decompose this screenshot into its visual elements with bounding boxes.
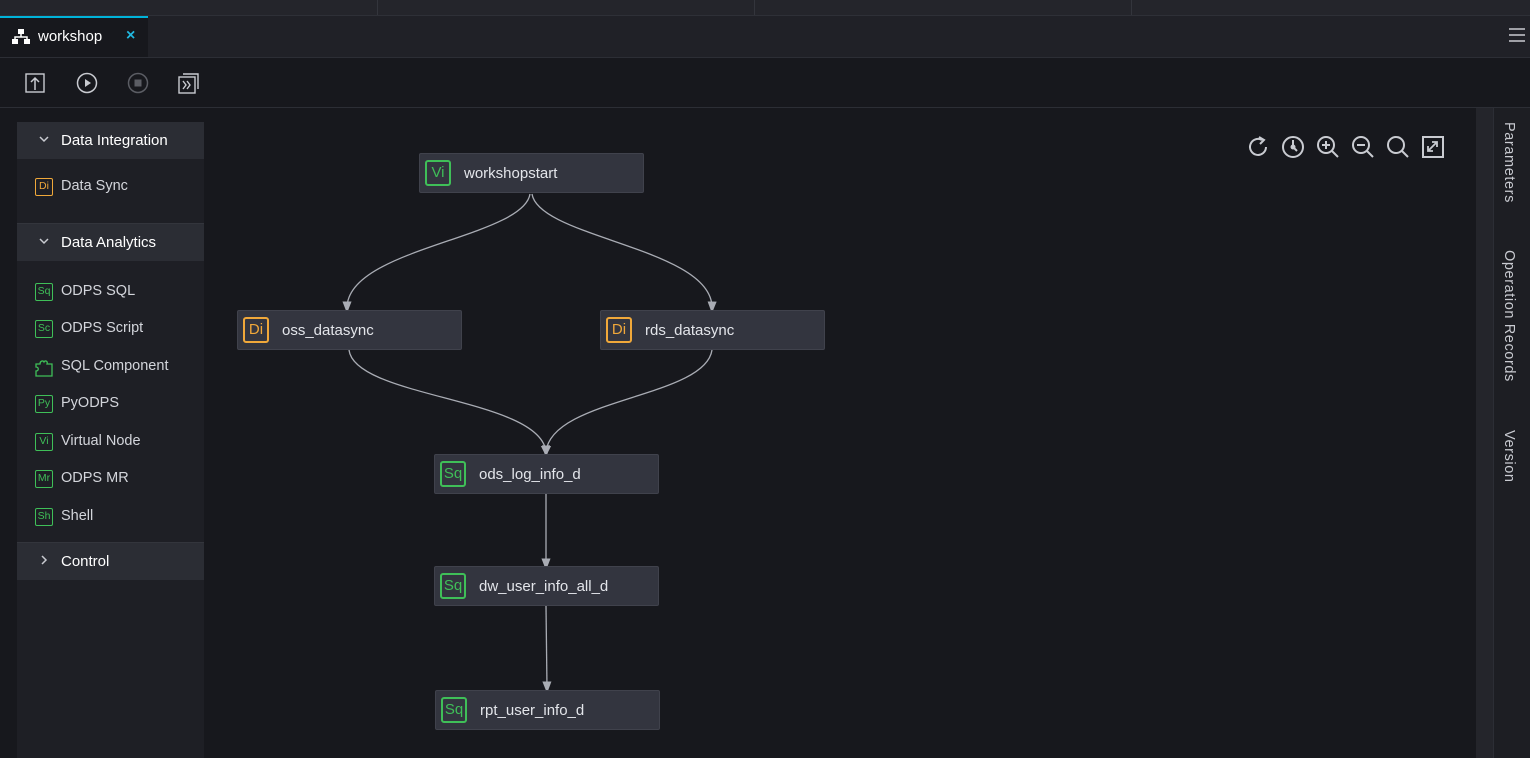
group-control[interactable]: Control	[17, 543, 204, 580]
node-workshopstart[interactable]: Vi workshopstart	[419, 153, 644, 193]
chevron-down-icon	[38, 234, 50, 252]
fullscreen-icon[interactable]	[1420, 134, 1446, 160]
component-label: ODPS Script	[61, 320, 144, 336]
node-rds-datasync[interactable]: Di rds_datasync	[600, 310, 825, 350]
tab-operation-records[interactable]: Operation Records	[1501, 250, 1517, 382]
tab-workshop[interactable]: workshop ×	[0, 16, 148, 57]
odps-sql-icon: Sq	[440, 573, 466, 599]
pyodps-icon: Py	[35, 395, 53, 413]
node-rpt-user-info-d[interactable]: Sq rpt_user_info_d	[435, 690, 660, 730]
edge-workshopstart-rds	[531, 193, 717, 314]
component-label: SQL Component	[61, 357, 169, 374]
tab-bar: workshop ×	[0, 16, 1530, 58]
edge-workshopstart-oss	[342, 193, 531, 314]
component-label: Virtual Node	[61, 432, 141, 449]
odps-sql-icon: Sq	[440, 461, 466, 487]
workflow-canvas[interactable]: Vi workshopstart Di oss_datasync Di rds_…	[205, 108, 1475, 758]
strip-divider	[1131, 0, 1132, 15]
chevron-right-icon	[38, 553, 50, 571]
close-icon[interactable]: ×	[126, 27, 136, 44]
canvas-scrollbar[interactable]	[1476, 108, 1493, 758]
strip-divider	[377, 0, 378, 15]
auto-layout-icon[interactable]	[1280, 134, 1306, 160]
data-sync-icon: Di	[35, 178, 53, 196]
node-label: rpt_user_info_d	[480, 702, 585, 719]
odps-mr-icon: Mr	[35, 470, 53, 488]
component-panel: Data Integration Di Data Sync Data Analy…	[17, 122, 204, 758]
node-label: workshopstart	[464, 165, 558, 182]
refresh-icon[interactable]	[1245, 134, 1271, 160]
puzzle-icon	[33, 357, 55, 384]
odps-sql-icon: Sq	[441, 697, 467, 723]
group-data-analytics[interactable]: Data Analytics	[17, 223, 204, 261]
top-strip	[0, 0, 1530, 16]
zoom-in-icon[interactable]	[1315, 134, 1341, 160]
component-label: Shell	[61, 507, 94, 524]
node-dw-user-info-all-d[interactable]: Sq dw_user_info_all_d	[434, 566, 659, 606]
edge-dw-rpt	[542, 605, 552, 694]
hamburger-menu-icon[interactable]	[1508, 27, 1526, 48]
component-sql-component[interactable]: SQL Component	[17, 349, 204, 387]
component-odps-script[interactable]: Sc ODPS Script	[17, 311, 204, 349]
node-label: dw_user_info_all_d	[479, 578, 609, 595]
right-side-panel: Parameters Operation Records Version	[1493, 108, 1530, 758]
submit-icon[interactable]	[23, 71, 47, 95]
go-operation-icon[interactable]	[177, 71, 201, 95]
component-shell[interactable]: Sh Shell	[17, 499, 204, 537]
component-pyodps[interactable]: Py PyODPS	[17, 386, 204, 424]
shell-icon: Sh	[35, 507, 53, 526]
group-title: Data Analytics	[61, 233, 157, 251]
tab-parameters[interactable]: Parameters	[1501, 122, 1517, 203]
stop-icon[interactable]	[126, 71, 150, 95]
component-odps-sql[interactable]: Sq ODPS SQL	[17, 274, 204, 312]
run-icon[interactable]	[75, 71, 99, 95]
group-title: Data Integration	[61, 132, 168, 149]
fit-icon[interactable]	[1385, 134, 1411, 160]
tab-label: workshop	[38, 28, 103, 45]
odps-script-icon: Sc	[35, 320, 53, 338]
data-sync-icon: Di	[243, 317, 269, 343]
component-data-sync[interactable]: Di Data Sync	[17, 169, 204, 207]
node-label: rds_datasync	[645, 322, 735, 339]
component-odps-mr[interactable]: Mr ODPS MR	[17, 461, 204, 499]
component-label: Data Sync	[61, 178, 128, 194]
virtual-node-icon: Vi	[425, 160, 451, 186]
workflow-icon	[11, 28, 31, 51]
edge-rds-ods	[542, 349, 713, 458]
node-ods-log-info-d[interactable]: Sq ods_log_info_d	[434, 454, 659, 494]
node-label: ods_log_info_d	[479, 466, 581, 483]
tab-version[interactable]: Version	[1501, 430, 1517, 483]
group-title: Control	[61, 553, 110, 570]
component-label: PyODPS	[61, 395, 120, 411]
chevron-down-icon	[38, 132, 50, 150]
component-label: ODPS MR	[61, 470, 129, 486]
toolbar	[0, 58, 1530, 108]
component-virtual-node[interactable]: Vi Virtual Node	[17, 424, 204, 462]
data-sync-icon: Di	[606, 317, 632, 343]
edge-layer	[342, 193, 717, 694]
edge-oss-ods	[348, 349, 550, 458]
virtual-node-icon: Vi	[35, 432, 53, 451]
odps-sql-icon: Sq	[35, 282, 53, 301]
component-label: ODPS SQL	[61, 282, 136, 299]
node-label: oss_datasync	[282, 322, 374, 339]
node-oss-datasync[interactable]: Di oss_datasync	[237, 310, 462, 350]
group-data-integration[interactable]: Data Integration	[17, 122, 204, 159]
strip-divider	[754, 0, 755, 15]
zoom-out-icon[interactable]	[1350, 134, 1376, 160]
